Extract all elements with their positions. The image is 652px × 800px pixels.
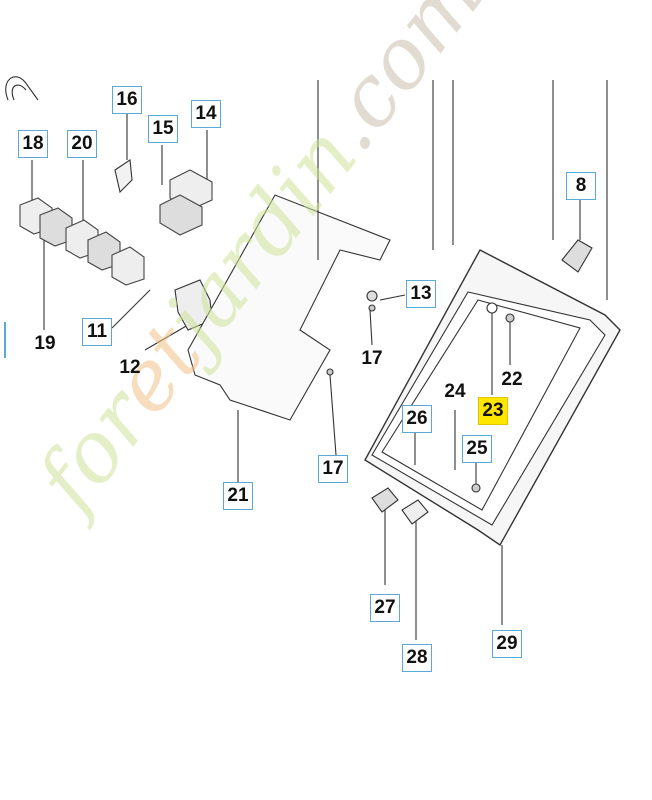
part-label-23[interactable]: 23 <box>478 397 508 425</box>
hook-clip <box>5 76 39 101</box>
part-label-25[interactable]: 25 <box>462 435 492 463</box>
cable-gland-27 <box>371 487 399 513</box>
part-label-12[interactable]: 12 <box>119 357 141 378</box>
brush-set-14 <box>159 169 213 236</box>
part-label-14[interactable]: 14 <box>191 100 221 128</box>
part-label-18[interactable]: 18 <box>18 130 48 158</box>
part-label-20[interactable]: 20 <box>67 130 97 158</box>
left-edge-marker <box>4 322 6 358</box>
part-label-28[interactable]: 28 <box>402 644 432 672</box>
part-label-27[interactable]: 27 <box>370 594 400 622</box>
brush-set-18 <box>19 197 73 247</box>
part-label-22[interactable]: 22 <box>501 369 523 390</box>
nut-13 <box>366 290 378 302</box>
part-label-21[interactable]: 21 <box>223 482 253 510</box>
nut-17 <box>368 304 376 312</box>
part-label-17-upper[interactable]: 17 <box>361 348 383 369</box>
part-label-11[interactable]: 11 <box>82 318 112 346</box>
board-21 <box>187 194 391 421</box>
brush-set-20 <box>65 219 145 286</box>
part-label-16[interactable]: 16 <box>112 86 142 114</box>
part-label-13[interactable]: 13 <box>406 280 436 308</box>
nut-17b <box>326 368 334 376</box>
part-label-17-lower[interactable]: 17 <box>318 455 348 483</box>
clip-16 <box>114 159 133 194</box>
washer-23 <box>486 302 498 314</box>
screw-22 <box>505 313 515 323</box>
part-label-26[interactable]: 26 <box>402 405 432 433</box>
part-label-19[interactable]: 19 <box>34 333 56 354</box>
part-label-15[interactable]: 15 <box>148 115 178 143</box>
screw-25 <box>471 483 481 493</box>
part-label-29[interactable]: 29 <box>492 630 522 658</box>
connector-8 <box>561 239 593 273</box>
part-label-8[interactable]: 8 <box>566 172 596 200</box>
cable-gland-28 <box>401 499 429 525</box>
part-label-24[interactable]: 24 <box>444 381 466 402</box>
